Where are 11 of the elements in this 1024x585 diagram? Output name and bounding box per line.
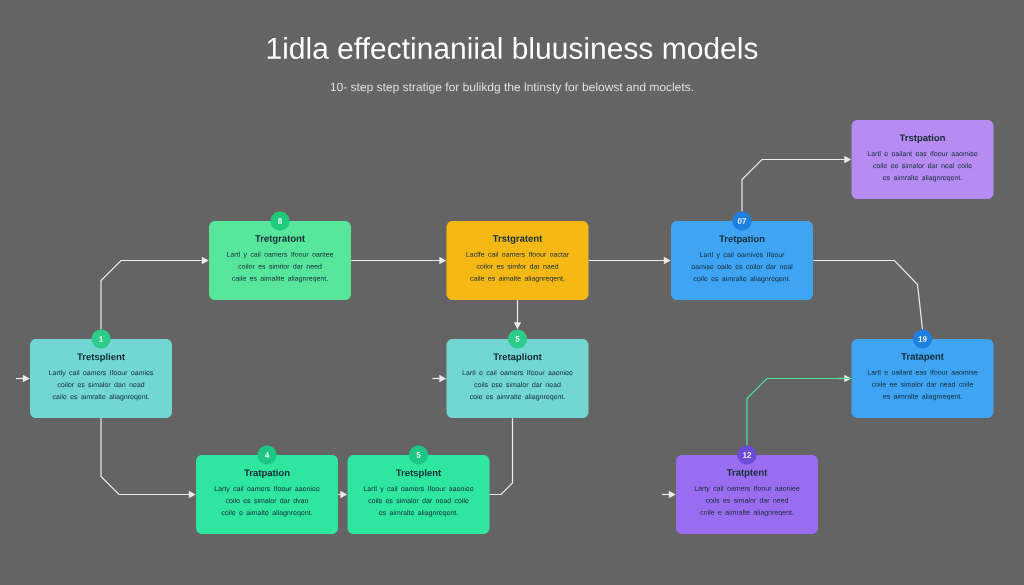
subtitle: 10- step step stratige for bulikdg the lntinsty for belowst and moclets. bbox=[330, 82, 693, 94]
step-badge: 07 bbox=[732, 211, 752, 231]
step-badge: 5 bbox=[409, 445, 428, 465]
step-badge: 19 bbox=[913, 329, 932, 349]
arrow bbox=[100, 256, 209, 330]
step-badge: 4 bbox=[257, 445, 277, 465]
step-badge: 1 bbox=[91, 329, 111, 349]
step-badge: 5 bbox=[508, 329, 527, 349]
step-badge: 12 bbox=[737, 445, 757, 465]
title: 1idla effectinaniial bluusiness models bbox=[267, 37, 758, 59]
step-badge: 8 bbox=[270, 211, 290, 231]
